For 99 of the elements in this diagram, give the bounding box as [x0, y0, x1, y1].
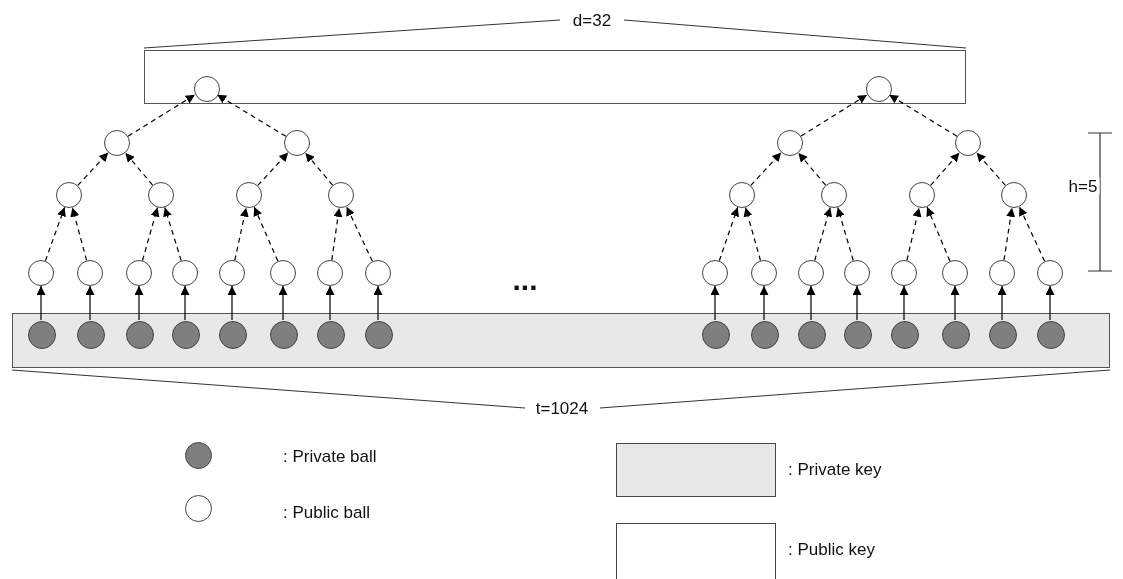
public-ball [328, 182, 354, 208]
private-ball [844, 321, 872, 349]
arrow [997, 285, 1007, 321]
arrow [36, 285, 46, 321]
arrow [718, 206, 739, 262]
public-ball [126, 260, 152, 286]
public-ball [194, 76, 220, 102]
arrow [331, 207, 343, 261]
arrow [134, 285, 144, 321]
arrow [950, 285, 960, 321]
public-ball [236, 182, 262, 208]
arrow [710, 285, 720, 321]
public-ball [172, 260, 198, 286]
arrow [906, 207, 922, 261]
public-ball [365, 260, 391, 286]
dimension-label: h=5 [1066, 177, 1100, 195]
arrow [325, 285, 335, 321]
arrow [163, 206, 182, 262]
private-ball [942, 321, 970, 349]
arrow [797, 152, 827, 186]
arrow [750, 152, 782, 186]
arrow [806, 285, 816, 321]
arrow [1003, 207, 1016, 261]
public-ball [702, 260, 728, 286]
private-ball [891, 321, 919, 349]
private-ball [28, 321, 56, 349]
arrow [227, 285, 237, 321]
legend-label: : Public key [788, 540, 875, 560]
public-ball [989, 260, 1015, 286]
arrow [926, 206, 951, 262]
arrow [800, 94, 868, 137]
private-ball [798, 321, 826, 349]
private-ball [702, 321, 730, 349]
private-ball [1037, 321, 1065, 349]
private-ball [751, 321, 779, 349]
arrow [346, 206, 373, 262]
public-ball [1001, 182, 1027, 208]
public-ball [729, 182, 755, 208]
public-ball [284, 130, 310, 156]
arrow [304, 152, 334, 186]
arrow [124, 152, 154, 186]
arrow [216, 94, 287, 137]
arrow [141, 206, 160, 262]
arrow [234, 207, 249, 261]
arrow [1018, 206, 1046, 262]
dimension-label: t=1024 [533, 399, 591, 417]
arrow [127, 94, 196, 137]
legend-label: : Private key [788, 460, 882, 480]
arrow [85, 285, 95, 321]
legend-label: : Private ball [283, 447, 377, 467]
public-ball [148, 182, 174, 208]
arrow [835, 206, 854, 262]
private-ball [77, 321, 105, 349]
arrow [257, 152, 289, 186]
public-ball [77, 260, 103, 286]
private-ball [219, 321, 247, 349]
private-ball [172, 321, 200, 349]
public-key-box [144, 50, 966, 104]
private-ball [365, 321, 393, 349]
arrow [888, 94, 958, 137]
arrow [373, 285, 383, 321]
private-key-bar [12, 313, 1110, 368]
private-ball [317, 321, 345, 349]
public-ball [942, 260, 968, 286]
arrow [77, 152, 109, 186]
public-ball [1037, 260, 1063, 286]
private-ball [270, 321, 298, 349]
arrow [814, 206, 833, 262]
public-ball [844, 260, 870, 286]
arrow [44, 206, 66, 262]
private-ball [989, 321, 1017, 349]
public-ball [866, 76, 892, 102]
arrow [759, 285, 769, 321]
public-ball [219, 260, 245, 286]
public-ball [28, 260, 54, 286]
dimension-label: d=32 [570, 11, 614, 29]
arrow [852, 285, 862, 321]
public-ball [317, 260, 343, 286]
public-ball [270, 260, 296, 286]
arrow [930, 152, 960, 186]
arrow [180, 285, 190, 321]
private-ball [126, 321, 154, 349]
arrow [253, 206, 279, 262]
public-ball [909, 182, 935, 208]
public-ball [104, 130, 130, 156]
arrow [278, 285, 288, 321]
public-ball [955, 130, 981, 156]
public-ball [777, 130, 803, 156]
arrow [70, 207, 88, 261]
public-ball [821, 182, 847, 208]
public-ball [751, 260, 777, 286]
legend-label: : Public ball [283, 503, 370, 523]
public-ball [798, 260, 824, 286]
public-ball [56, 182, 82, 208]
arrow [743, 206, 762, 262]
arrow [899, 285, 909, 321]
arrow [1045, 285, 1055, 321]
arrow [976, 152, 1006, 186]
public-ball [891, 260, 917, 286]
